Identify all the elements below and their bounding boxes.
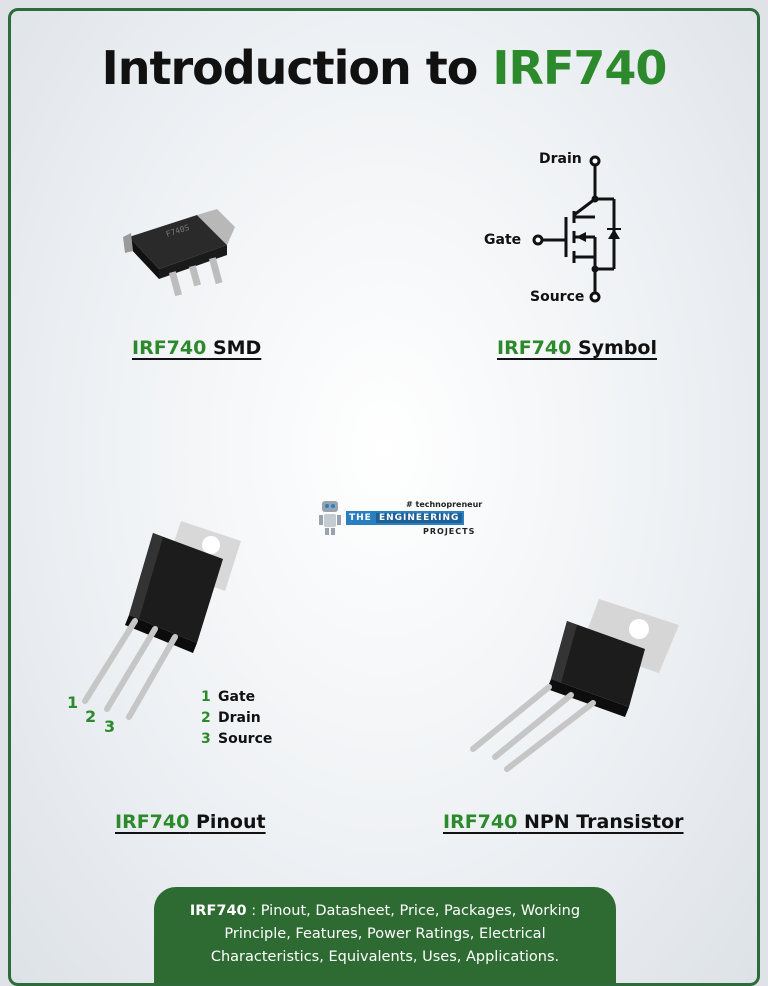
- logo-tagline: # technopreneur: [406, 500, 483, 509]
- symbol-gate-label: Gate: [484, 232, 522, 248]
- title-highlight: IRF740: [492, 41, 667, 95]
- pin-number-1: 1: [67, 693, 79, 712]
- logo-wordmark: THE ENGINEERING: [346, 511, 464, 525]
- to220-transistor-image: [470, 599, 679, 772]
- symbol-drain-label: Drain: [539, 151, 582, 167]
- title-prefix: Introduction to: [101, 41, 493, 95]
- robot-logo-icon: [319, 501, 341, 535]
- infographic-frame: Introduction to IRF740 F740S: [8, 8, 760, 986]
- caption-smd: IRF740 SMD: [132, 337, 262, 359]
- pin-number-2: 2: [85, 707, 97, 726]
- to220-pinout-image: [82, 521, 241, 720]
- banner-line-3: Characteristics, Equivalents, Uses, Appl…: [210, 949, 560, 965]
- summary-banner: IRF740 : Pinout, Datasheet, Price, Packa…: [154, 887, 616, 983]
- mosfet-symbol: [532, 155, 621, 303]
- logo-projects: PROJECTS: [423, 527, 476, 536]
- caption-symbol: IRF740 Symbol: [497, 337, 657, 359]
- banner-line-2: Principle, Features, Power Ratings, Elec…: [224, 926, 546, 942]
- page-title: Introduction to IRF740: [11, 41, 757, 95]
- symbol-source-label: Source: [530, 289, 585, 305]
- smd-package-image: F740S: [123, 209, 235, 297]
- pin-number-3: 3: [104, 717, 116, 736]
- caption-npn-transistor: IRF740 NPN Transistor: [443, 811, 684, 833]
- caption-pinout: IRF740 Pinout: [115, 811, 266, 833]
- banner-line-1: IRF740 : Pinout, Datasheet, Price, Packa…: [189, 903, 581, 919]
